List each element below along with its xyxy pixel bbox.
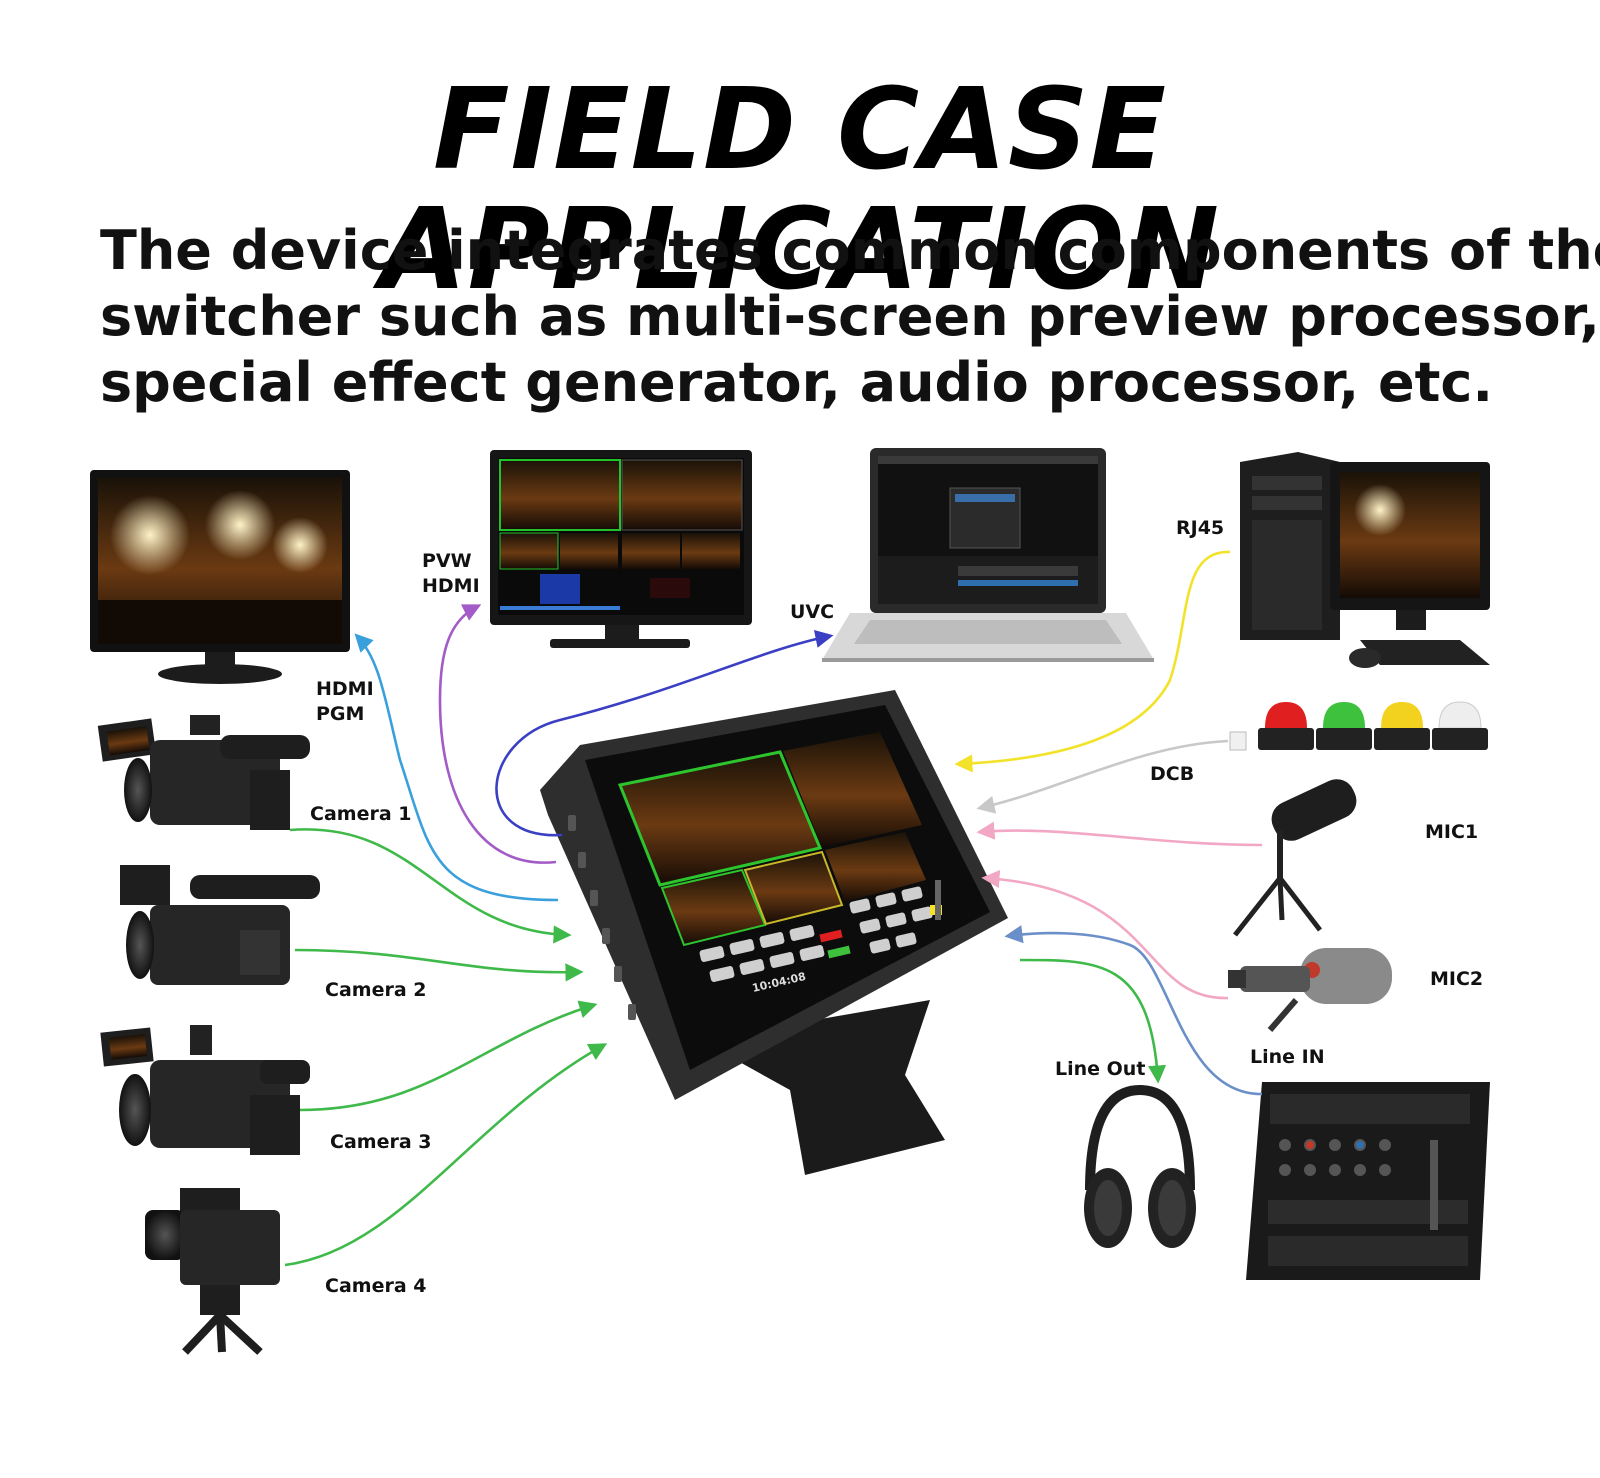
camera-4-studio-camera: [145, 1188, 280, 1355]
label-pvw-hdmi: HDMI: [422, 575, 480, 597]
label-mic2: MIC2: [1430, 968, 1483, 990]
description-line-1: The device integrates common components …: [100, 219, 1600, 282]
microphone-2: [1228, 948, 1392, 1032]
line-dcb: [976, 739, 1229, 814]
pvw-monitor: [490, 450, 752, 648]
label-line-in: Line IN: [1250, 1046, 1325, 1068]
headphones: [1084, 1084, 1196, 1248]
camera-2-camcorder: [120, 865, 320, 985]
description-line-2: switcher such as multi-screen preview pr…: [100, 285, 1600, 348]
label-camera-2: Camera 2: [325, 979, 426, 1001]
video-switcher-device: 10:04:08: [540, 690, 1008, 1175]
tally-lights: [1229, 701, 1488, 751]
line-hdmi-pgm: [354, 633, 559, 902]
description-line-3: special effect generator, audio processo…: [100, 351, 1493, 414]
line-mic2: [981, 869, 1229, 1000]
label-camera-4: Camera 4: [325, 1275, 426, 1297]
line-camera-4: [284, 1043, 608, 1267]
label-pgm: PGM: [316, 703, 364, 725]
line-camera-1: [289, 828, 572, 944]
laptop: [822, 448, 1154, 662]
label-camera-3: Camera 3: [330, 1131, 431, 1153]
tally-light-red: [1258, 702, 1314, 750]
line-camera-3: [299, 1000, 598, 1112]
audio-mixer: [1246, 1082, 1490, 1280]
pgm-monitor: [90, 470, 350, 684]
line-mic1: [976, 821, 1263, 847]
camera-3-camcorder: [100, 1025, 310, 1155]
tally-light-green: [1316, 702, 1372, 750]
line-uvc: [495, 629, 834, 837]
tally-light-yellow: [1374, 702, 1430, 750]
line-line-out: [1019, 958, 1167, 1084]
line-camera-2: [294, 948, 584, 982]
camera-1-camcorder: [97, 715, 310, 830]
labels: PVW HDMI HDMI PGM UVC RJ45 DCB MIC1 MIC2…: [310, 517, 1483, 1297]
line-rj45: [954, 550, 1231, 773]
label-pvw: PVW: [422, 550, 472, 572]
description: The device integrates common components …: [100, 218, 1600, 416]
label-mic1: MIC1: [1425, 821, 1478, 843]
label-rj45: RJ45: [1176, 517, 1224, 539]
connection-lines: [284, 550, 1263, 1267]
label-dcb: DCB: [1150, 763, 1194, 785]
tally-light-white: [1432, 701, 1488, 750]
page-title: FIELD CASE APPLICATION: [379, 65, 1221, 315]
line-line-in: [1004, 925, 1263, 1096]
line-pvw-hdmi: [438, 604, 557, 864]
label-hdmi: HDMI: [316, 678, 374, 700]
label-camera-1: Camera 1: [310, 803, 411, 825]
desktop-computer: [1240, 452, 1490, 668]
label-uvc: UVC: [790, 601, 834, 623]
label-line-out: Line Out: [1055, 1058, 1145, 1080]
microphone-1: [1233, 779, 1357, 937]
